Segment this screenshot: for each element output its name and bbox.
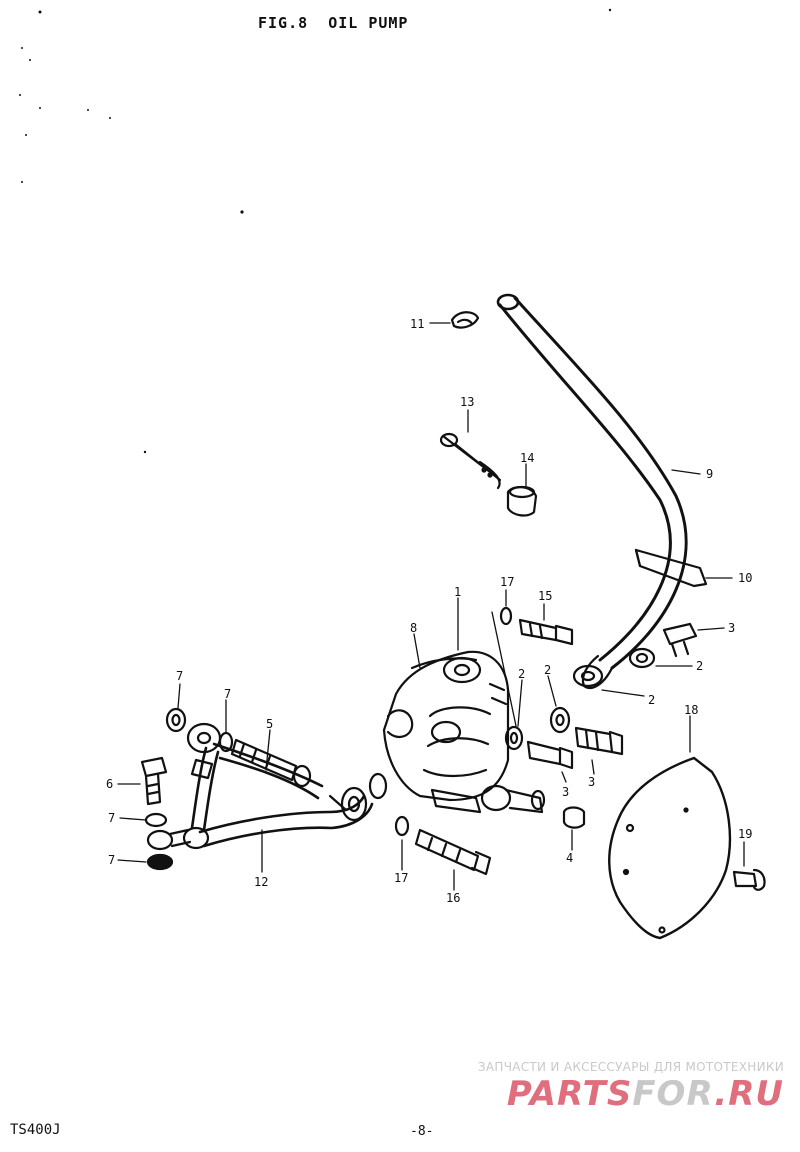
washer-part-7-right [218,731,234,753]
watermark-logo-parts: PARTS [506,1074,633,1114]
callout-6: 6 [106,777,113,791]
bolt-part-16 [414,828,492,876]
callout-13: 13 [460,395,474,409]
oil-hose-part-9 [496,293,688,690]
washer-part-2-mid-left [504,725,524,751]
callout-18: 18 [684,703,698,717]
washer-part-7-low [146,853,174,871]
washer-part-2-upper [628,647,656,669]
callout-5: 5 [266,717,273,731]
callout-10: 10 [738,571,752,585]
callout-9: 9 [706,467,713,481]
callout-7-right: 7 [224,687,231,701]
callout-16: 16 [446,891,460,905]
callout-14: 14 [520,451,534,465]
callout-3-middle: 3 [562,785,569,799]
bolt-part-3-middle [526,740,574,770]
washer-part-17-upper [499,606,513,626]
callout-1: 1 [454,585,461,599]
watermark-logo-ru: .RU [714,1074,784,1114]
bolt-part-3-upper [662,622,698,658]
banjo-union-part-5 [146,828,192,851]
watermark: ЗАПЧАСТИ И АКСЕССУАРЫ ДЛЯ МОТОТЕХНИКИ PA… [464,1060,784,1114]
washer-part-17-lower [394,815,410,837]
watermark-tagline: ЗАПЧАСТИ И АКСЕССУАРЫ ДЛЯ МОТОТЕХНИКИ [477,1060,784,1074]
callout-15: 15 [538,589,552,603]
washer-part-2-hose-end [572,664,604,688]
callout-11: 11 [410,317,424,331]
watermark-logo-for: FOR [632,1074,715,1114]
callout-19: 19 [738,827,752,841]
callout-4: 4 [566,851,573,865]
pump-cover-part-18 [608,756,732,940]
watermark-logo: PARTSFOR.RU [464,1074,784,1114]
scan-specks [19,8,612,454]
callout-2-a: 2 [696,659,703,673]
figure-title: FIG.8 OIL PUMP [258,14,409,32]
washer-part-7-mid [144,812,168,828]
callout-7-mid: 7 [108,811,115,825]
hose-clamp-bracket-part-10 [634,548,708,588]
callout-12: 12 [254,875,268,889]
hose-clip-part-11 [450,311,480,329]
callout-2-b: 2 [648,693,655,707]
union-bolt-part-6 [140,756,168,806]
cover-screw-part-19 [732,868,766,891]
washer-part-7-top [165,707,187,733]
callout-7-low: 7 [108,853,115,867]
nut-part-4 [562,806,586,829]
oil-pump-body-part-8 [382,650,510,814]
pipe-sleeve-part-14 [506,485,538,517]
washer-part-2-mid-right [549,706,571,734]
screw-part-15 [518,618,574,646]
bolt-part-3-right [574,726,624,756]
callout-3-upper: 3 [728,621,735,635]
callout-7-top: 7 [176,669,183,683]
callout-17-upper: 17 [500,575,514,589]
callout-labels: 11 9 13 14 10 17 15 1 8 3 2 2 2 2 3 3 4 … [106,317,752,905]
leader-lines [117,322,745,891]
callout-3-right: 3 [588,775,595,789]
callout-2-c: 2 [518,667,525,681]
callout-8: 8 [410,621,417,635]
banjo-pipe-part-13 [439,432,502,490]
callout-17-lower: 17 [394,871,408,885]
page-number: -8- [410,1124,434,1139]
model-code: TS400J [10,1122,61,1138]
pump-drive-gear [480,784,546,814]
callout-2-d: 2 [544,663,551,677]
oil-pipe-part-12 [182,722,388,850]
